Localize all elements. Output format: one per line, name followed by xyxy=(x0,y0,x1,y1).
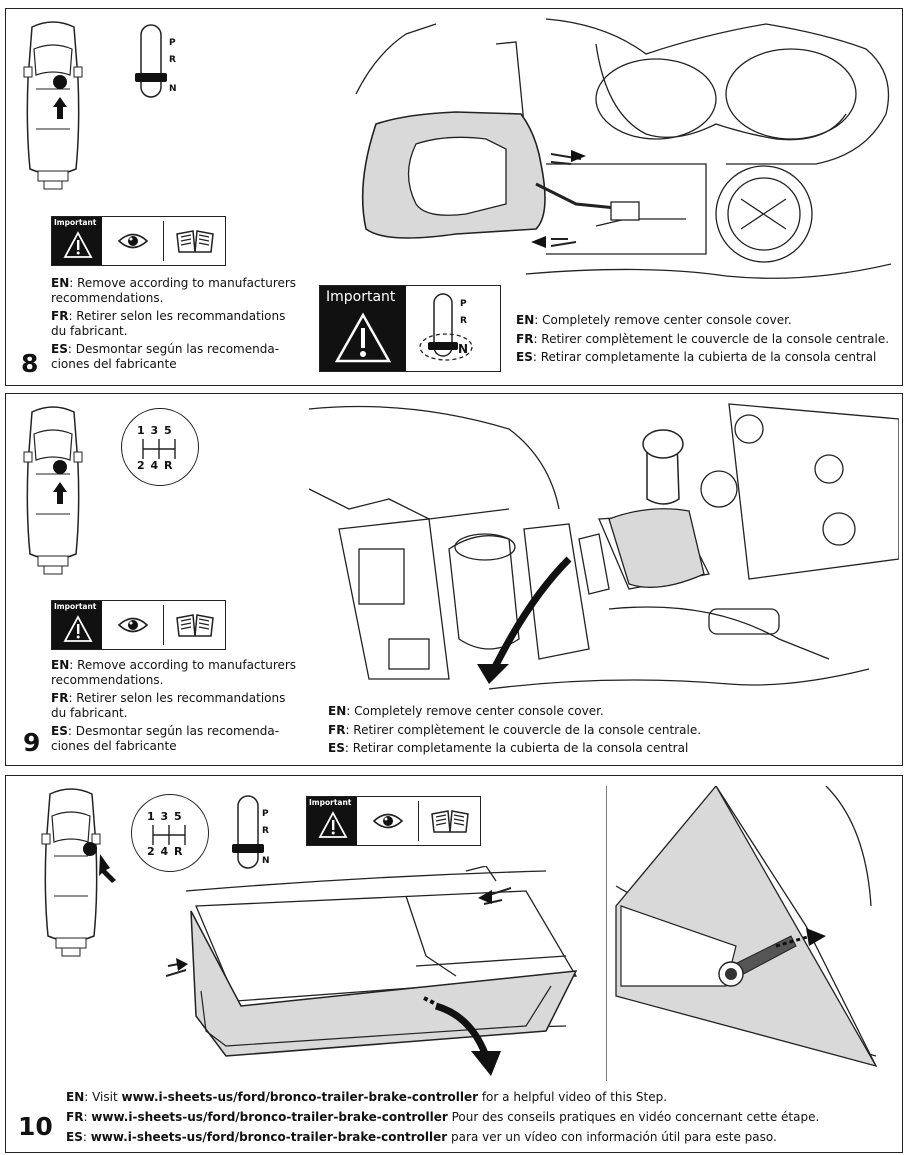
important-badge: Important xyxy=(306,796,481,846)
important-label: Important xyxy=(54,218,97,227)
step-10-panel: 1 3 5 2 4 R P R N Important xyxy=(5,775,903,1153)
manual-book-icon xyxy=(175,614,214,637)
instruction-en-post: for a helpful video of this Step. xyxy=(478,1090,668,1104)
note-en-label: EN xyxy=(51,658,70,672)
note-fr-label: FR xyxy=(51,691,69,705)
note-es: Desmontar según las recomenda- ciones de… xyxy=(51,724,280,753)
important-shift-box: Important P R N xyxy=(319,285,501,372)
box-important-label: Important xyxy=(326,289,396,305)
instruction-text: EN: Completely remove center console cov… xyxy=(516,313,890,364)
eye-icon xyxy=(117,617,148,633)
note-text: EN: Remove according to manufacturers re… xyxy=(51,276,297,371)
instruction-url-link[interactable]: www.i-sheets-us/ford/bronco-trailer-brak… xyxy=(90,1130,448,1144)
manual-book-icon xyxy=(175,230,214,253)
important-badge: Important xyxy=(51,600,226,650)
step-9-panel: 1 3 5 2 4 R Important EN: Remove accordi… xyxy=(5,393,903,766)
instruction-fr-label: FR xyxy=(66,1110,84,1124)
manual-shifter-console-illustration xyxy=(309,403,899,690)
step-8-panel: P R N Important EN: Remove according to … xyxy=(5,8,903,386)
note-fr: Retirer selon les recommandations du fab… xyxy=(51,691,286,720)
shift-pattern-icon xyxy=(131,794,209,872)
gear-letter-r: R xyxy=(262,826,269,836)
important-badge: Important xyxy=(51,216,226,266)
shift-gate-lines xyxy=(152,825,186,845)
instruction-es-post: para ver un vídeo con información útil p… xyxy=(447,1130,777,1144)
gear-letter-r: R xyxy=(460,316,467,326)
instruction-es-label: ES xyxy=(328,741,345,755)
shifter-prn-icon xyxy=(419,293,473,361)
shifter-prn-icon xyxy=(135,24,167,98)
console-cover-illustration xyxy=(355,18,892,279)
instruction-en-pre: Visit xyxy=(92,1090,122,1104)
shift-pattern-icon xyxy=(121,408,199,486)
shift-pattern-top: 1 3 5 xyxy=(137,424,173,437)
warning-triangle-icon xyxy=(318,811,348,838)
gear-letter-n: N xyxy=(169,84,177,94)
instruction-fr: Retirer complètement le couvercle de la … xyxy=(541,331,890,346)
gear-letter-n: N xyxy=(262,856,270,866)
instruction-fr: Retirer complètement le couvercle de la … xyxy=(353,722,702,737)
warning-triangle-icon xyxy=(334,312,392,363)
instruction-es: Retirar completamente la cubierta de la … xyxy=(352,741,689,755)
note-en: Remove according to manufacturers recomm… xyxy=(51,276,297,305)
vehicle-top-view-icon xyxy=(41,788,116,957)
note-en-label: EN xyxy=(51,276,70,290)
eye-icon xyxy=(117,233,148,249)
instruction-en: Completely remove center console cover. xyxy=(354,704,604,718)
warning-triangle-icon xyxy=(63,231,93,258)
instruction-es-label: ES xyxy=(516,350,533,364)
instruction-url-link[interactable]: www.i-sheets-us/ford/bronco-trailer-brak… xyxy=(91,1110,448,1124)
step-number: 10 xyxy=(18,1112,53,1141)
instruction-es: Retirar completamente la cubierta de la … xyxy=(540,350,877,364)
important-label: Important xyxy=(309,798,352,807)
note-fr: Retirer selon les recommandations du fab… xyxy=(51,309,286,338)
glove-box-illustration xyxy=(166,866,578,1076)
instruction-en: Completely remove center console cover. xyxy=(542,313,792,327)
shifter-prn-icon xyxy=(232,795,264,869)
glove-box-detail-illustration xyxy=(606,786,878,1081)
step-number: 9 xyxy=(23,728,41,757)
gear-letter-p: P xyxy=(262,809,269,819)
important-label: Important xyxy=(54,602,97,611)
instruction-en-label: EN xyxy=(328,704,347,718)
vehicle-top-view-icon xyxy=(23,406,83,575)
instruction-fr-label: FR xyxy=(328,722,346,737)
instruction-url-link[interactable]: www.i-sheets-us/ford/bronco-trailer-brak… xyxy=(121,1090,479,1104)
note-es-label: ES xyxy=(51,342,68,356)
note-fr-label: FR xyxy=(51,309,69,323)
eye-icon xyxy=(372,813,403,829)
instruction-en-label: EN xyxy=(516,313,535,327)
gear-letter-n: N xyxy=(458,342,469,356)
gear-letter-p: P xyxy=(460,299,467,309)
instruction-fr-label: FR xyxy=(516,331,534,346)
gear-letter-p: P xyxy=(169,38,176,48)
instruction-fr-post: Pour des conseils pratiques en vidéo con… xyxy=(447,1110,820,1124)
note-es: Desmontar según las recomenda- ciones de… xyxy=(51,342,280,371)
instruction-es-label: ES xyxy=(66,1130,83,1144)
step-number: 8 xyxy=(21,349,39,378)
manual-book-icon xyxy=(430,810,469,833)
instruction-text: EN: Visit www.i-sheets-us/ford/bronco-tr… xyxy=(66,1090,820,1144)
note-en: Remove according to manufacturers recomm… xyxy=(51,658,297,687)
shift-pattern-top: 1 3 5 xyxy=(147,810,183,823)
note-es-label: ES xyxy=(51,724,68,738)
shift-gate-lines xyxy=(142,439,176,459)
shift-pattern-bottom: 2 4 R xyxy=(147,845,184,858)
vehicle-top-view-icon xyxy=(23,21,83,190)
warning-triangle-icon xyxy=(63,615,93,642)
instruction-text: EN: Completely remove center console cov… xyxy=(328,704,702,755)
gear-letter-r: R xyxy=(169,55,176,65)
shift-pattern-bottom: 2 4 R xyxy=(137,459,174,472)
instruction-en-label: EN xyxy=(66,1090,85,1104)
note-text: EN: Remove according to manufacturers re… xyxy=(51,658,297,753)
